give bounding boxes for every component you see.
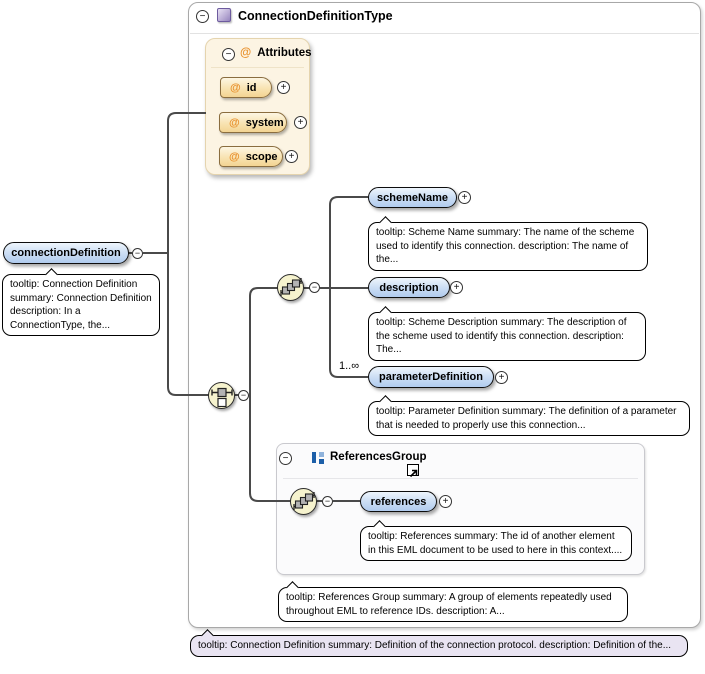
cardinality-label: 1..∞ — [339, 360, 360, 372]
complex-type-icon — [217, 8, 231, 22]
attributes-header-divider — [211, 67, 304, 68]
tooltip-parameterdefinition: tooltip: Parameter Definition summary: T… — [368, 395, 690, 436]
tooltip-schemename: tooltip: Scheme Name summary: The name o… — [368, 216, 648, 271]
complex-type-header-divider — [190, 33, 699, 34]
tooltip-description: tooltip: Scheme Description summary: The… — [368, 306, 646, 361]
attribute-pill-id[interactable]: @ id — [220, 77, 272, 98]
tooltip-complex-type: tooltip: Connection Definition summary: … — [190, 629, 688, 657]
references-group-header-divider — [283, 478, 638, 479]
attribute-at-icon: @ — [240, 47, 252, 59]
attribute-expand-toggle-id[interactable]: + — [277, 81, 290, 94]
element-expand-toggle-parameterdefinition[interactable]: + — [495, 371, 508, 384]
element-expand-toggle-description[interactable]: + — [450, 281, 463, 294]
references-group-title: ReferencesGroup — [330, 451, 427, 463]
element-expand-toggle-schemename[interactable]: + — [458, 191, 471, 204]
sequence-collapse-toggle[interactable]: − — [309, 282, 320, 293]
attribute-at-icon: @ — [229, 150, 240, 163]
attribute-pill-scope[interactable]: @ scope — [219, 146, 283, 167]
attribute-at-icon: @ — [230, 81, 241, 94]
attribute-pill-system[interactable]: @ system — [219, 112, 287, 133]
root-element-pill[interactable]: connectionDefinition — [3, 242, 129, 264]
navigate-to-definition-icon[interactable] — [407, 464, 419, 477]
attributes-header: @ Attributes — [240, 47, 312, 59]
sequence-compositor-icon[interactable] — [277, 274, 304, 301]
element-pill-schemename[interactable]: schemeName — [368, 187, 457, 208]
attributes-title: Attributes — [257, 47, 312, 59]
attribute-at-icon: @ — [229, 116, 240, 129]
element-pill-references[interactable]: references — [360, 491, 437, 512]
attribute-expand-toggle-scope[interactable]: + — [285, 150, 298, 163]
attribute-name: scope — [245, 150, 278, 163]
element-pill-parameterdefinition[interactable]: parameterDefinition — [368, 366, 494, 388]
references-sequence-collapse-toggle[interactable]: − — [322, 496, 333, 507]
tooltip-references: tooltip: References summary: The id of a… — [360, 520, 632, 561]
references-group-collapse-toggle[interactable]: − — [279, 452, 292, 465]
attribute-name: system — [245, 116, 284, 129]
complex-type-title: ConnectionDefinitionType — [238, 9, 393, 23]
root-element-tooltip: tooltip: Connection Definition summary: … — [2, 268, 160, 336]
attributes-collapse-toggle[interactable]: − — [222, 48, 235, 61]
choice-compositor-icon[interactable] — [208, 382, 235, 409]
choice-collapse-toggle[interactable]: − — [238, 390, 249, 401]
group-icon — [312, 451, 325, 465]
complex-type-collapse-toggle[interactable]: − — [196, 10, 209, 23]
root-element-collapse-toggle[interactable]: − — [132, 248, 143, 259]
attribute-expand-toggle-system[interactable]: + — [294, 116, 307, 129]
element-pill-description[interactable]: description — [368, 277, 450, 298]
attribute-name: id — [246, 81, 257, 94]
references-sequence-compositor-icon[interactable] — [290, 488, 317, 515]
tooltip-references-group: tooltip: References Group summary: A gro… — [278, 581, 628, 622]
element-expand-toggle-references[interactable]: + — [439, 495, 452, 508]
